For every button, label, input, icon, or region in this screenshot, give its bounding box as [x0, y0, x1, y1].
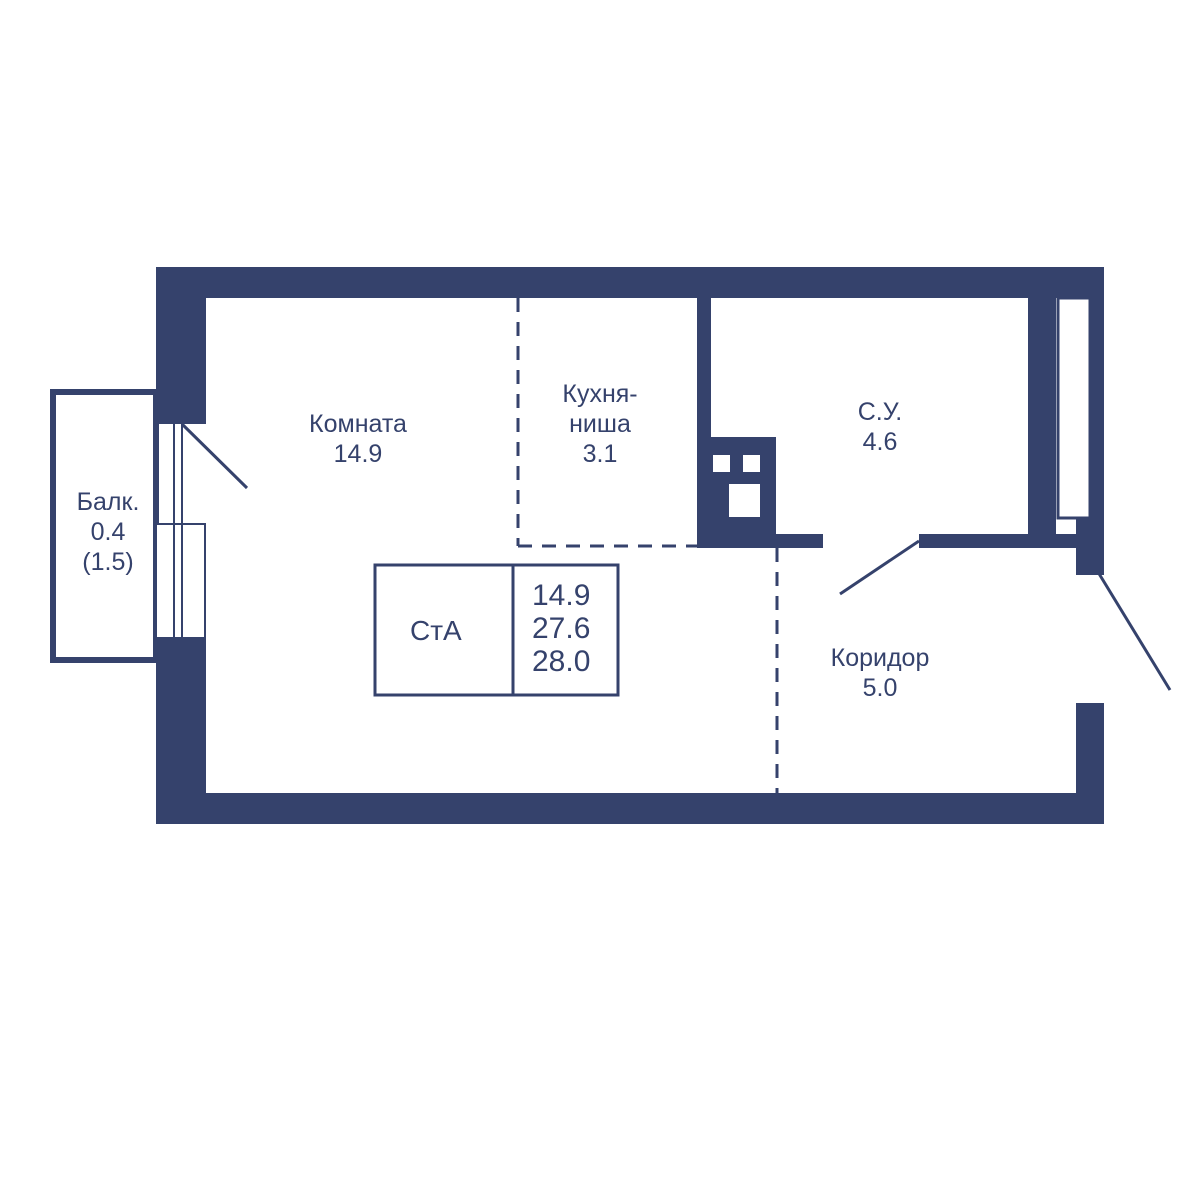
room-name: Коридор: [830, 644, 930, 672]
stove-burners: [713, 455, 760, 517]
ventilation-shaft: [1056, 296, 1092, 520]
total-area: 27.6: [532, 612, 591, 645]
partition-bath-right: [1028, 298, 1056, 548]
wall-bottom: [156, 793, 1104, 824]
area-stamp-frame: [373, 563, 620, 697]
door-swings: [180, 422, 1172, 691]
room-name-line2: ниша: [569, 410, 631, 438]
balcony-door-leaf: [180, 422, 249, 490]
room-name: Балк.: [76, 488, 140, 516]
living-area: 14.9: [532, 579, 591, 612]
room-name: Комната: [309, 410, 407, 438]
wall-left-upper: [156, 267, 206, 424]
room-label-corridor: Коридор 5.0: [800, 643, 960, 703]
room-area: 3.1: [582, 440, 618, 468]
oven: [729, 484, 760, 517]
room-area: 0.4: [90, 518, 126, 546]
total-area-with-balcony: 28.0: [532, 645, 591, 678]
room-area: 14.9: [333, 440, 383, 468]
room-area: 5.0: [862, 674, 898, 702]
apartment-type-code: СтА: [410, 615, 462, 646]
room-label-balcony: Балк. 0.4 (1.5): [58, 487, 158, 577]
room-label-komnata: Комната 14.9: [278, 409, 438, 469]
bathroom-door-leaf: [839, 539, 920, 596]
room-name: С.У.: [857, 398, 903, 426]
burner-1: [713, 455, 730, 472]
zone-dividers: [516, 298, 779, 793]
room-area-full: (1.5): [82, 548, 134, 576]
burner-2: [743, 455, 760, 472]
partition-bath-bottom-left: [776, 534, 823, 548]
room-label-kitchen-niche: Кухня- ниша 3.1: [520, 379, 680, 469]
walls: [156, 267, 1104, 824]
wall-right-lower: [1076, 703, 1104, 824]
room-label-bathroom: С.У. 4.6: [800, 397, 960, 457]
wall-top: [156, 267, 1104, 298]
balcony-door-frame: [155, 424, 206, 639]
room-area: 4.6: [862, 428, 898, 456]
area-values: 14.9 27.6 28.0: [532, 579, 590, 678]
wall-left-lower: [156, 638, 206, 824]
entrance-door-leaf: [1096, 571, 1172, 691]
room-name-line1: Кухня-: [562, 380, 638, 408]
